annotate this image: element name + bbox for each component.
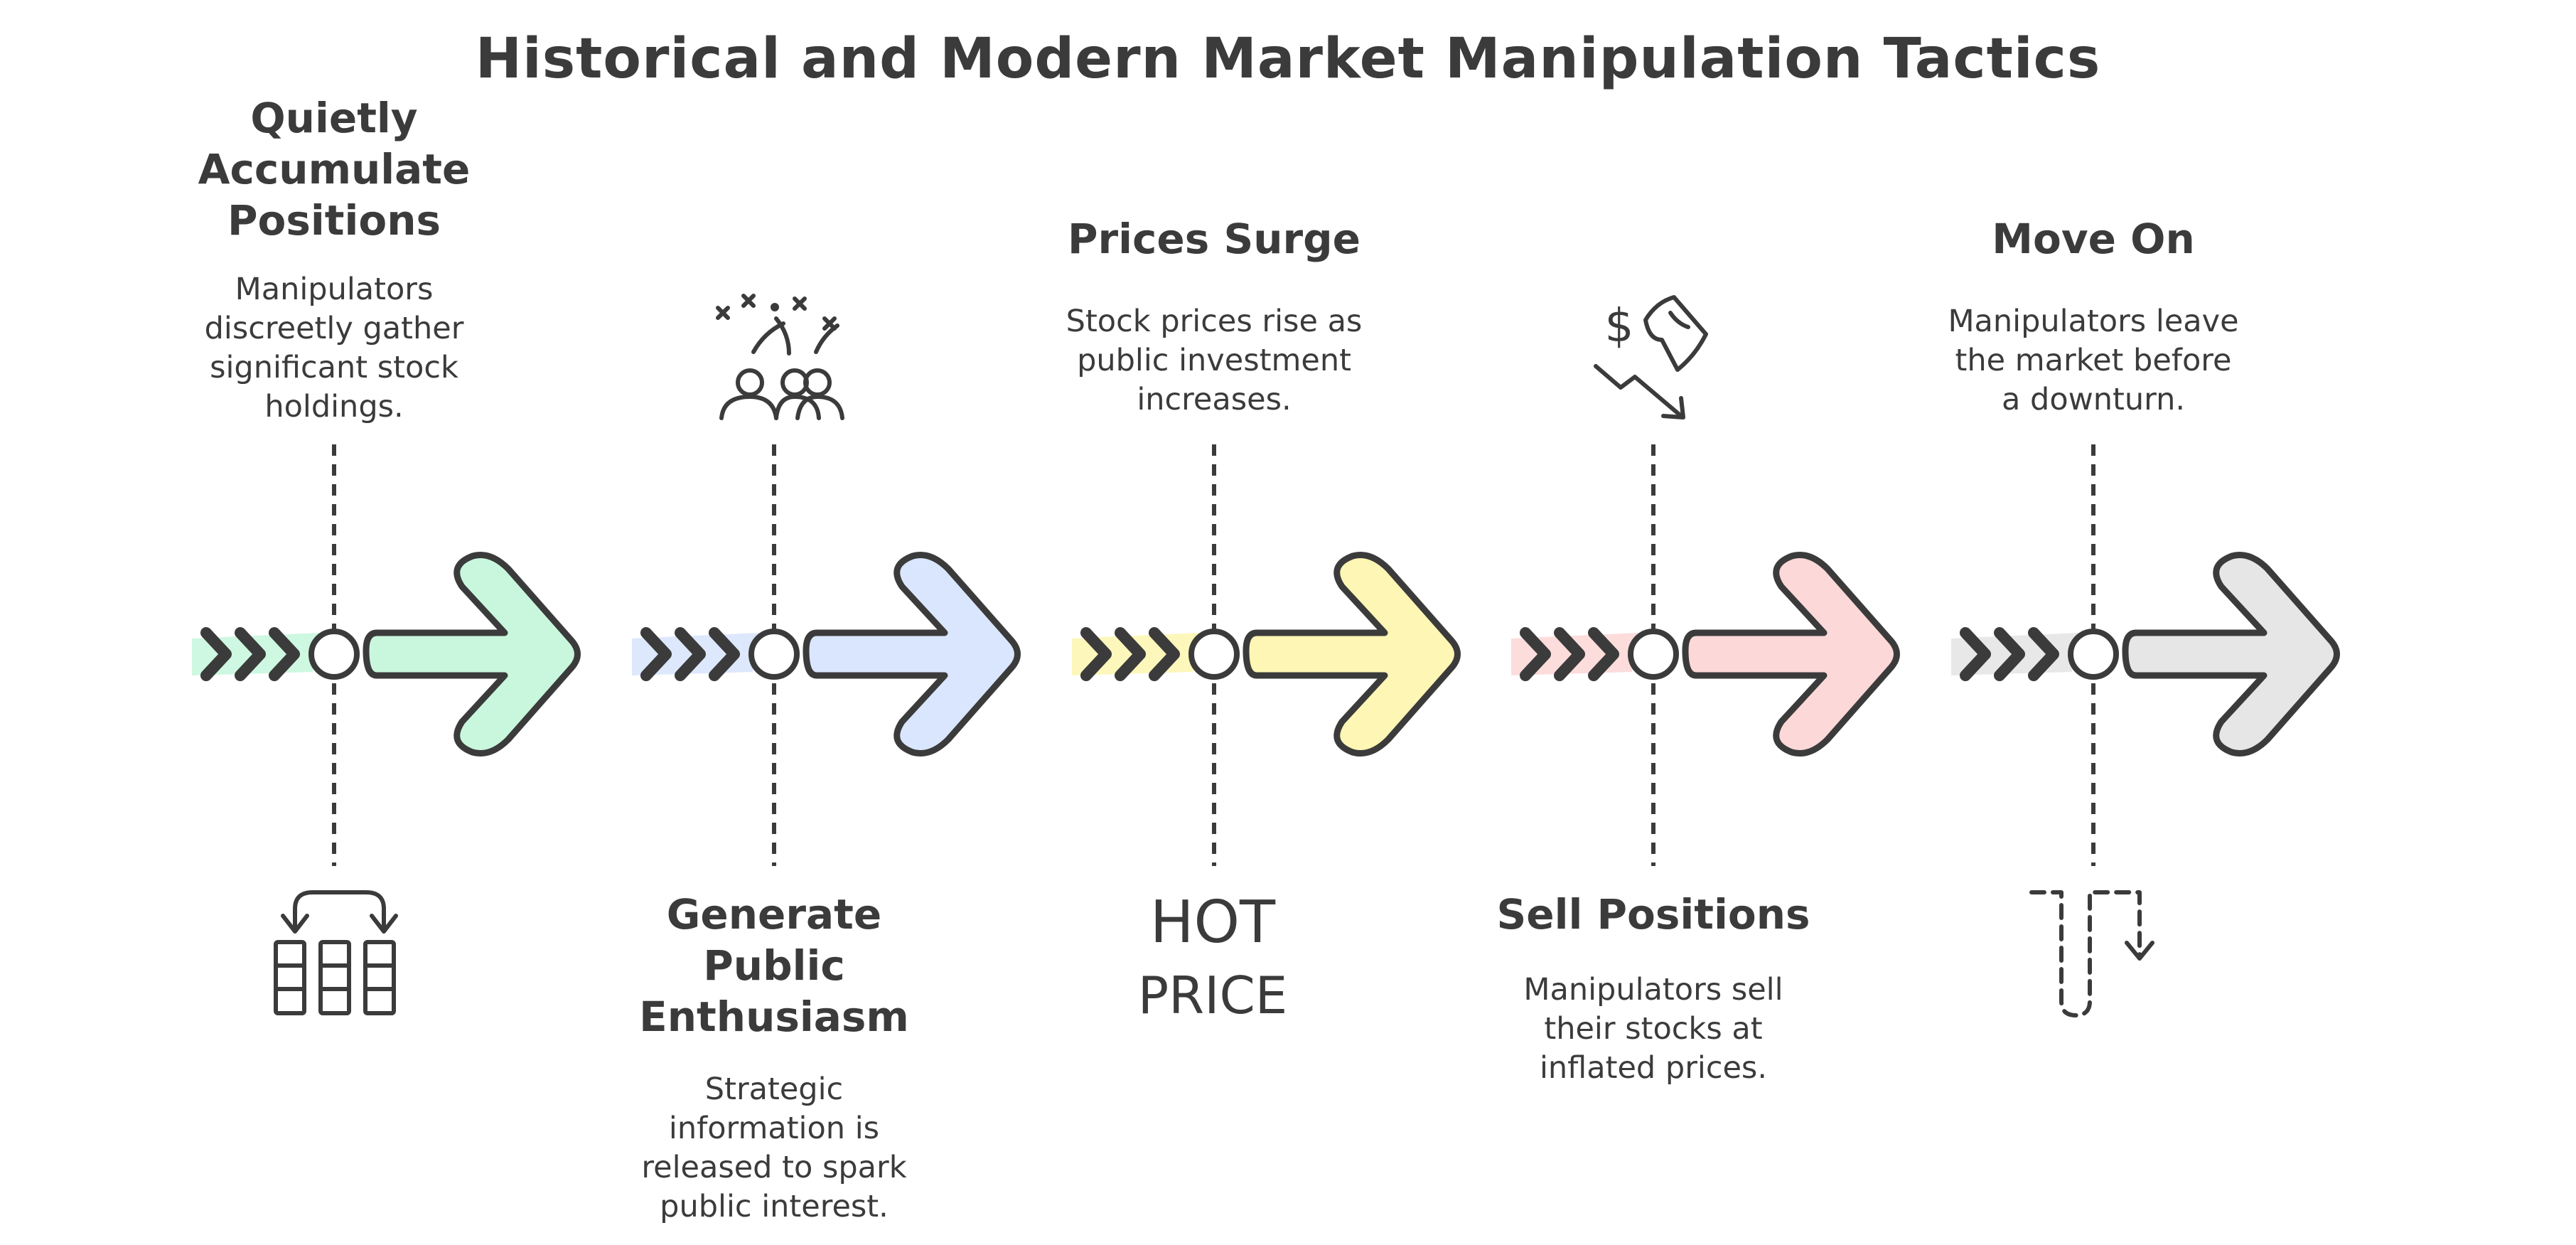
chevron-mark bbox=[200, 627, 232, 681]
step-3-flow bbox=[1072, 444, 1461, 866]
step-2-flow bbox=[632, 444, 1021, 866]
step-3-description: Stock prices rise as public investment i… bbox=[1066, 304, 1363, 417]
step-node bbox=[1628, 629, 1679, 680]
crowd-celebration-icon bbox=[716, 294, 844, 420]
step-5-description: Manipulators leave the market before a d… bbox=[1948, 304, 2239, 417]
step-2-description: Strategic information is released to spa… bbox=[641, 1072, 907, 1224]
chevron-mark bbox=[235, 627, 266, 681]
hot-price-line1: HOT bbox=[1150, 889, 1276, 956]
chevron-mark bbox=[1554, 627, 1585, 681]
chevron-mark bbox=[1149, 627, 1180, 681]
step-arrow bbox=[1682, 552, 1900, 757]
accumulate-grid-icon bbox=[274, 890, 398, 1015]
hot-price-icon: HOT PRICE bbox=[1138, 889, 1287, 1025]
step-3-title: Prices Surge bbox=[1068, 215, 1361, 263]
chevron-mark bbox=[1588, 627, 1619, 681]
step-2-title: Generate Public Enthusiasm bbox=[639, 890, 909, 1041]
step-5-flow bbox=[1951, 444, 2340, 866]
chevron-mark bbox=[709, 627, 740, 681]
step-4-title: Sell Positions bbox=[1496, 890, 1810, 939]
chevron-mark bbox=[1994, 627, 2025, 681]
step-arrow bbox=[2122, 552, 2340, 757]
step-1-title: Quietly Accumulate Positions bbox=[198, 94, 471, 245]
chevron-mark bbox=[1520, 627, 1551, 681]
hot-price-line2: PRICE bbox=[1138, 966, 1287, 1025]
chevron-mark bbox=[269, 627, 300, 681]
step-node bbox=[748, 629, 800, 680]
chevron-mark bbox=[2028, 627, 2059, 681]
step-arrow bbox=[1243, 552, 1461, 757]
step-1-flow bbox=[192, 444, 581, 866]
chevron-mark bbox=[1115, 627, 1146, 681]
step-1-description: Manipulators discreetly gather significa… bbox=[204, 272, 464, 424]
chevron-mark bbox=[640, 627, 672, 681]
exit-path-icon bbox=[2029, 890, 2154, 1017]
chevron-mark bbox=[1080, 627, 1112, 681]
chevron-mark bbox=[675, 627, 706, 681]
step-4-description: Manipulators sell their stocks at inflat… bbox=[1523, 972, 1783, 1086]
step-5-title: Move On bbox=[1992, 215, 2195, 263]
step-arrow bbox=[803, 552, 1021, 757]
step-node bbox=[308, 629, 360, 680]
sell-dump-icon: $ bbox=[1594, 295, 1708, 420]
step-node bbox=[2068, 629, 2119, 680]
step-arrow bbox=[363, 552, 581, 757]
diagram-title: Historical and Modern Market Manipulatio… bbox=[475, 27, 2101, 91]
chevron-mark bbox=[1960, 627, 1991, 681]
flow-layer bbox=[192, 444, 2340, 866]
dollar-sign: $ bbox=[1605, 300, 1634, 353]
step-node bbox=[1188, 629, 1240, 680]
step-4-flow bbox=[1511, 444, 1900, 866]
